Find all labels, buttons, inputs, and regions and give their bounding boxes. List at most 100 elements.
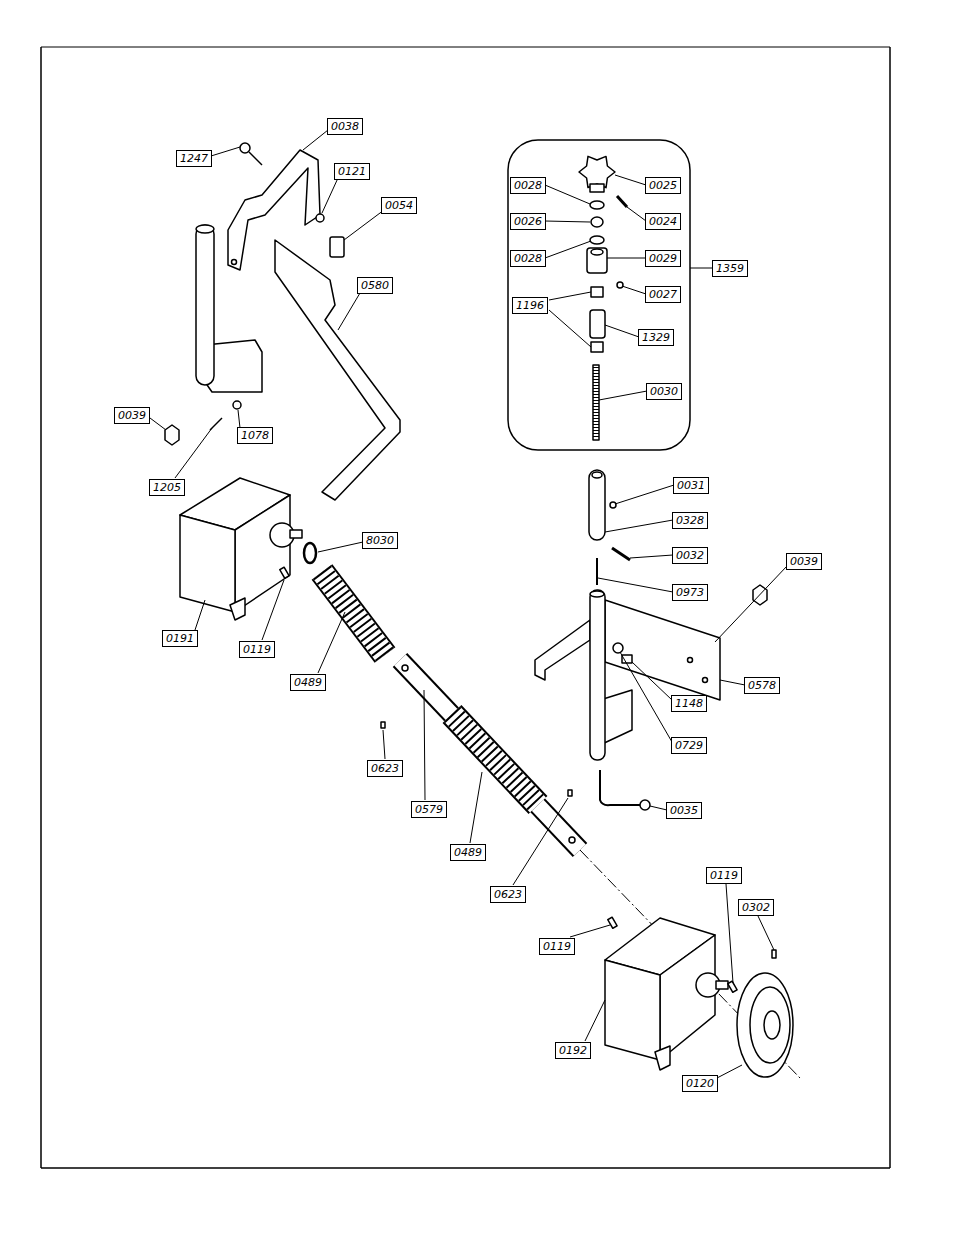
callout-number: 1329: [638, 329, 674, 346]
bolt-shank: [249, 152, 262, 165]
callout-number: 0031: [673, 477, 709, 494]
washer: [590, 236, 604, 244]
frame-line: [41, 47, 890, 48]
set-screw: [772, 950, 776, 958]
bolt: [240, 143, 250, 153]
kit-outline: [508, 140, 690, 450]
callout-number: 0192: [555, 1042, 591, 1059]
callout-number: 0489: [290, 674, 326, 691]
callout-number: 0030: [646, 383, 682, 400]
frame-line: [889, 47, 891, 1168]
callout-number: 0035: [666, 802, 702, 819]
sleeve: [590, 310, 605, 338]
callout-number: 0579: [411, 801, 447, 818]
ring: [591, 287, 603, 297]
key: [728, 981, 737, 992]
callout-number: 0039: [786, 553, 822, 570]
callout-number: 0623: [490, 886, 526, 903]
gearbox-front: [180, 515, 235, 612]
shaft-stub: [716, 981, 728, 989]
callout-number: 0028: [510, 250, 546, 267]
callout-number: 0119: [539, 938, 575, 955]
frame-plate: [605, 600, 720, 700]
callout-number: 0119: [239, 641, 275, 658]
tube-bore: [592, 472, 602, 478]
bellows-outline: [452, 714, 538, 805]
callout-number: 0039: [114, 407, 150, 424]
tube: [589, 470, 605, 540]
nut: [640, 800, 650, 810]
callout-number: 1359: [712, 260, 748, 277]
pulley-hub: [764, 1011, 780, 1039]
pin: [617, 196, 627, 207]
centre-line: [580, 850, 800, 1078]
callout-number: 0119: [706, 867, 742, 884]
knob: [579, 156, 615, 187]
frame-line: [40, 47, 42, 1168]
callout-number: 1205: [149, 479, 185, 496]
frame-post: [590, 590, 605, 760]
callout-number: 1196: [512, 297, 548, 314]
callout-number: 0580: [357, 277, 393, 294]
callout-number: 0027: [645, 286, 681, 303]
yoke-hole: [402, 665, 408, 671]
washer: [233, 401, 241, 409]
key: [280, 567, 289, 578]
screw: [610, 502, 616, 508]
callout-number: 0120: [682, 1075, 718, 1092]
callout-number: 0029: [645, 250, 681, 267]
callout-number: 0729: [671, 737, 707, 754]
callout-number: 0328: [672, 512, 708, 529]
post-top: [196, 225, 214, 233]
callout-number: 0028: [510, 177, 546, 194]
bolt-head: [165, 425, 179, 445]
frame-line: [41, 1167, 890, 1169]
frame-arm: [535, 620, 590, 680]
gearbox-foot: [655, 1046, 670, 1070]
grease-nipple: [568, 790, 572, 796]
frame-post: [196, 225, 214, 385]
gearbox-foot: [230, 598, 245, 620]
callout-number: 8030: [362, 532, 398, 549]
nut-bore: [591, 249, 603, 255]
hole: [703, 678, 708, 683]
hole: [688, 658, 693, 663]
callout-number: 0024: [645, 213, 681, 230]
shaft-stub: [290, 530, 302, 538]
set-screw: [617, 282, 623, 288]
callout-number: 0121: [334, 163, 370, 180]
threaded-rod: [593, 365, 599, 440]
callout-number: 0302: [738, 899, 774, 916]
grease-nipple: [381, 722, 385, 728]
callout-number: 0489: [450, 844, 486, 861]
pulley-groove: [750, 987, 790, 1063]
post-top: [590, 591, 604, 597]
yoke-hole: [569, 837, 575, 843]
nut: [587, 248, 607, 273]
callout-number: 0578: [744, 677, 780, 694]
callout-number: 0038: [327, 118, 363, 135]
callout-number: 0025: [645, 177, 681, 194]
fitting: [330, 237, 344, 257]
callout-number: 0191: [162, 630, 198, 647]
hook: [600, 770, 640, 805]
spring-pin: [596, 558, 598, 585]
gearbox-front: [605, 960, 660, 1060]
key: [608, 917, 617, 928]
nut: [613, 643, 623, 653]
bellows-ribs: [452, 714, 538, 805]
gearbox-side: [235, 495, 290, 612]
callout-number: 1247: [176, 150, 212, 167]
washer: [590, 201, 604, 209]
callout-number: 0973: [672, 584, 708, 601]
callout-number: 0026: [510, 213, 546, 230]
callout-number: 1148: [671, 695, 707, 712]
nut: [316, 214, 324, 222]
ring: [591, 342, 603, 352]
bellows-body: [452, 714, 538, 805]
callout-number: 0032: [672, 547, 708, 564]
knob-stem: [590, 184, 604, 192]
thread: [593, 367, 599, 438]
